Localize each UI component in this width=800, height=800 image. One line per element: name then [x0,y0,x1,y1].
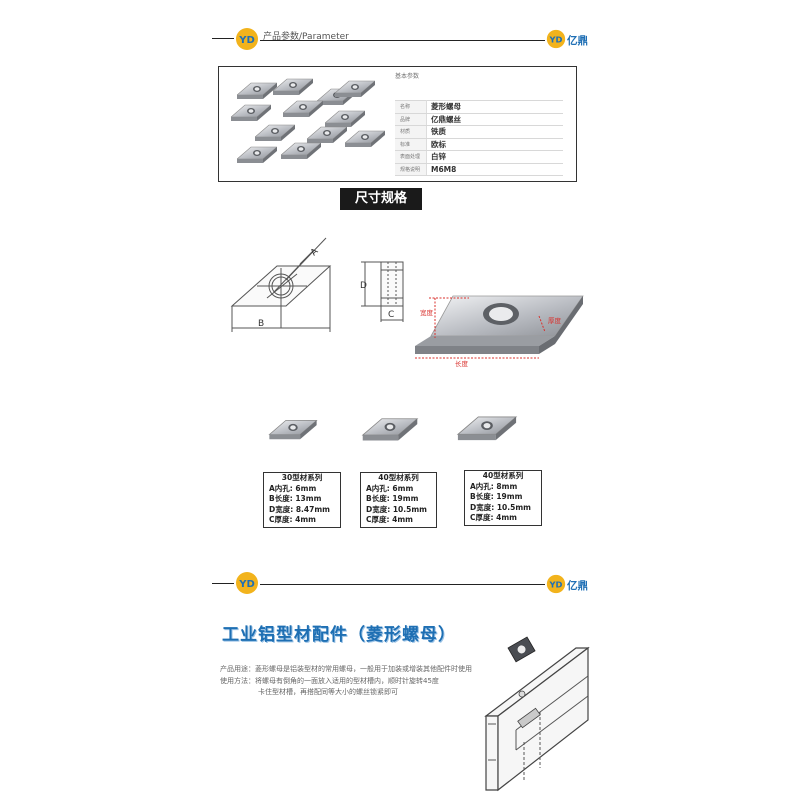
parameter-panel: 基本参数 名称菱形螺母 品牌亿鼎螺丝 材质铁质 标准欧标 表面处理白锌 规格说明… [218,66,577,182]
spec-title: 40型材系列 [482,471,524,480]
spec-box-30-series: 30型材系列 A内孔: 6mm B长度: 13mm D宽度: 8.47mm C厚… [263,472,341,528]
table-row: 材质铁质 [395,125,563,139]
spec-line: B长度: 13mm [269,494,322,503]
thickness-label: 厚度 [548,316,562,325]
parameter-heading: 基本参数 [395,73,420,80]
brand-name: 亿鼎 [567,35,588,47]
table-row: 标准欧标 [395,138,563,151]
length-label: 长度 [455,359,469,368]
dimension-label-a: A [309,246,321,258]
width-label: 宽度 [420,308,434,317]
spec-line: D宽度: 10.5mm [366,504,427,514]
spec-line: A内孔: 6mm [269,483,317,493]
application-title: 工业铝型材配件（菱形螺母） [222,625,456,645]
spec-line: B长度: 19mm [470,492,523,501]
header-rule-middle [260,584,545,585]
method-text-line1: 使用方法：将螺母有倒角的一面放入适用的型材槽内，顺时针旋转45度 [220,677,439,685]
param-value: M6M8 [426,163,563,176]
yd-logo-icon [235,571,259,595]
usage-text: 产品用途：菱形螺母是铝装型材的常用螺母，一般用于加装或增装其他配件时使用 [220,665,472,673]
yd-logo-icon [546,29,566,49]
param-label: 材质 [395,125,427,139]
spec-line: C厚度: 4mm [366,515,413,524]
spec-line: A内孔: 6mm [366,483,414,493]
table-row: 品牌亿鼎螺丝 [395,113,563,126]
nut-thumbnail [361,417,419,442]
param-label: 标准 [395,138,427,151]
header-rule-left [212,38,234,39]
spec-line: D宽度: 8.47mm [269,504,330,514]
param-label: 规格说明 [395,163,427,176]
size-section-title: 尺寸规格 [340,188,422,210]
spec-box-40-series-m8: 40型材系列 A内孔: 8mm B长度: 19mm D宽度: 10.5mm C厚… [464,470,542,526]
table-row: 表面处理白锌 [395,150,563,164]
side-view-drawing: D C [360,261,404,322]
param-label: 名称 [395,100,427,114]
param-value: 铁质 [426,125,563,139]
nut-thumbnail [268,419,318,440]
dimension-label-c: C [388,310,394,320]
nut-dimension-photo: 宽度 厚度 长度 [415,295,584,368]
param-label: 品牌 [395,113,427,126]
method-text-line2: 卡住型材槽，再搭配同等大小的螺丝锁紧即可 [258,688,398,696]
header-rule-left [212,583,234,584]
brand-name: 亿鼎 [567,580,588,592]
dimension-label-b: B [258,319,264,329]
spec-line: A内孔: 8mm [470,481,518,491]
spec-line: B长度: 19mm [366,494,419,503]
yd-logo-icon [235,27,259,51]
aluminum-profile-illustration [484,636,590,792]
spec-line: D宽度: 10.5mm [470,502,531,512]
dimension-label-d: D [360,281,367,291]
spec-line: C厚度: 4mm [470,513,517,522]
param-label: 表面处理 [395,150,427,164]
header-rule-middle [260,40,545,41]
spec-title: 30型材系列 [281,473,323,482]
spec-title: 40型材系列 [378,473,419,482]
nut-thumbnail [457,416,517,442]
spec-box-40-series-m6: 40型材系列 A内孔: 6mm B长度: 19mm D宽度: 10.5mm C厚… [360,472,437,528]
spec-line: C厚度: 4mm [269,515,316,524]
header-title: 产品参数/Parameter [263,32,349,42]
table-row: 名称菱形螺母 [395,100,563,114]
param-value: 欧标 [426,138,563,151]
product-photo [231,78,385,164]
param-value: 亿鼎螺丝 [426,113,563,126]
diamond-top-view-drawing: A B [230,237,332,332]
yd-logo-icon [546,574,566,594]
param-value: 菱形螺母 [426,100,563,114]
param-value: 白锌 [426,150,563,164]
